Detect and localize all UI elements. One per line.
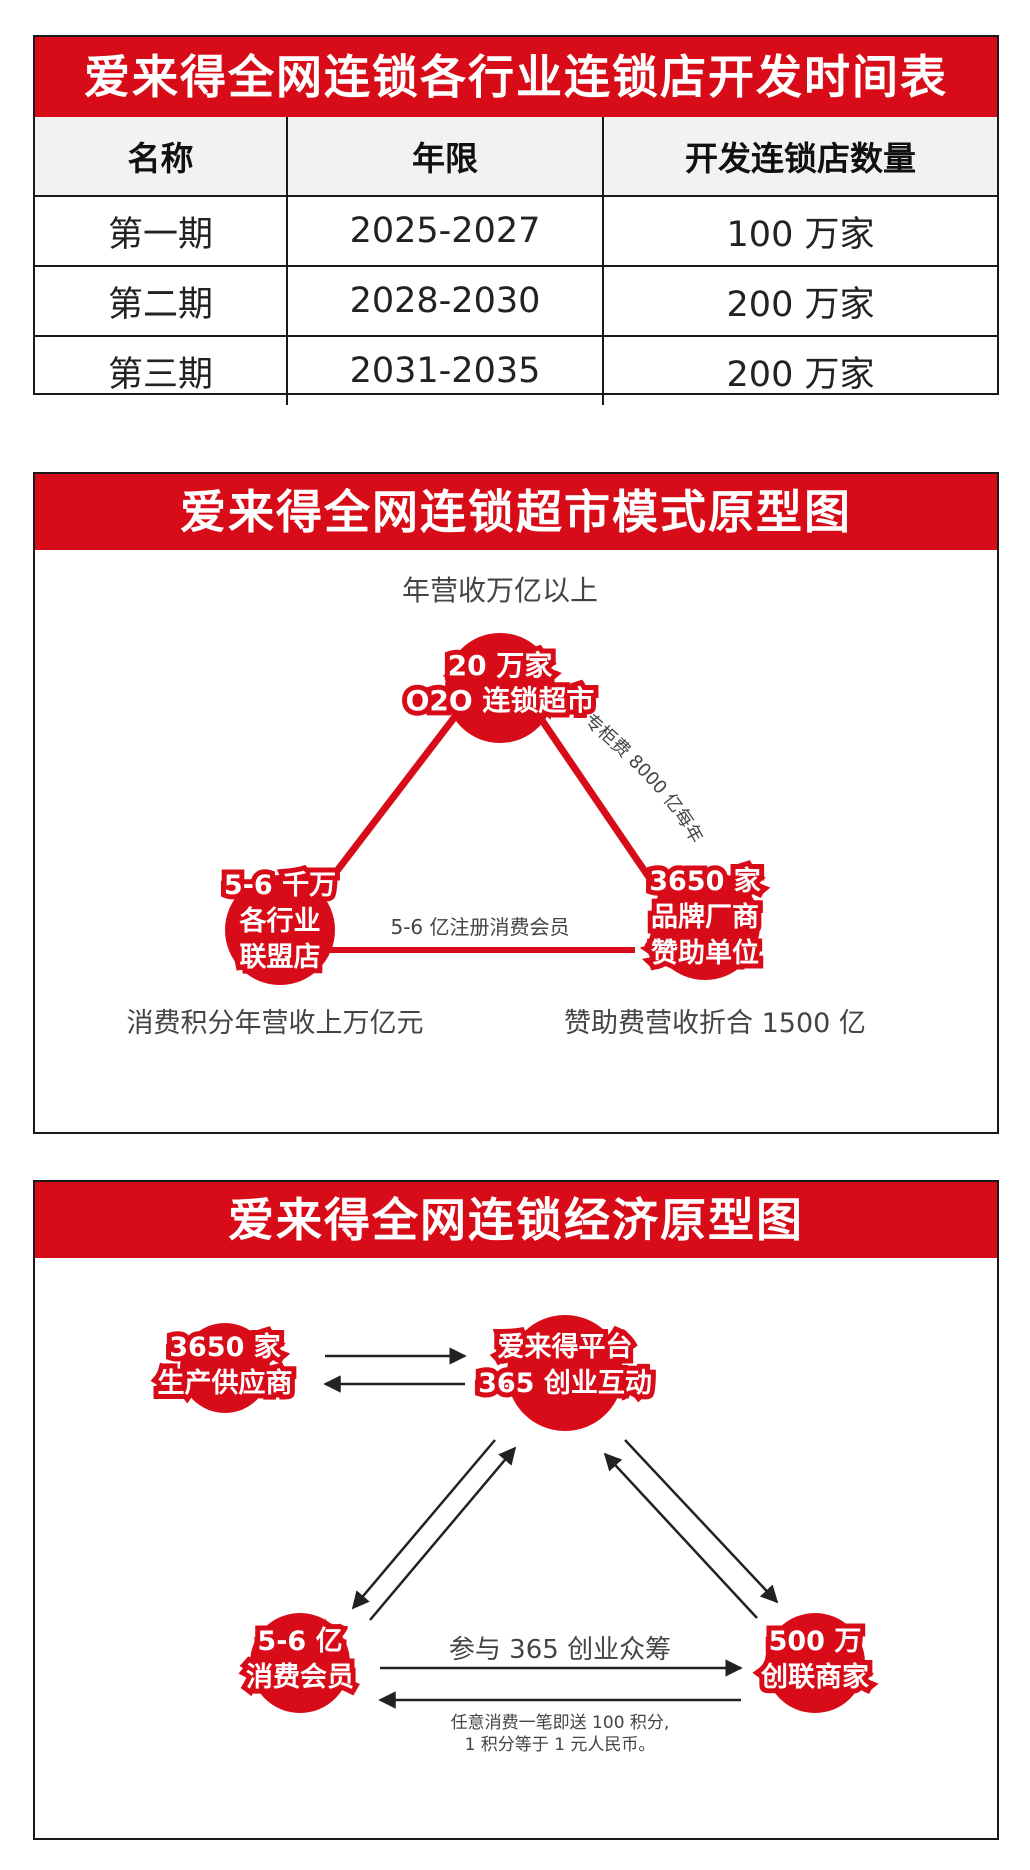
economy-model-section: 爱来得全网连锁经济原型图 3650 家 生产供应商 爱来得平台 xyxy=(33,1180,999,1840)
platform-to-merchants-arrow xyxy=(624,1439,779,1604)
merchants-node-circle xyxy=(765,1613,865,1713)
members-line2: 消费会员 xyxy=(246,1662,354,1693)
cell-years: 2031-2035 xyxy=(287,336,604,405)
suppliers-line2: 生产供应商 xyxy=(158,1367,293,1399)
left-node-line3: 联盟店 xyxy=(240,942,321,973)
suppliers-node-circle xyxy=(180,1323,270,1413)
platform-line1: 爱来得平台 xyxy=(498,1331,633,1363)
merchants-node: 500 万 创联商家 xyxy=(755,1621,874,1698)
cell-phase: 第二期 xyxy=(35,266,288,337)
left-node-circle xyxy=(225,875,335,985)
left-node-line1: 5-6 千万 xyxy=(224,870,336,901)
merchants-to-platform-arrow xyxy=(603,1452,758,1619)
right-node-circle xyxy=(650,870,760,980)
right-node-line1: 3650 家 xyxy=(649,865,761,897)
cell-count: 100 万家 xyxy=(603,196,997,267)
schedule-table-section: 爱来得全网连锁各行业连锁店开发时间表 名称 年限 开发连锁店数量 第一期 202… xyxy=(33,35,999,405)
left-node: 5-6 千万 各行业 联盟店 xyxy=(219,865,341,978)
cell-years: 2025-2027 xyxy=(287,196,604,267)
bottom-edge-label: 5-6 亿注册消费会员 xyxy=(390,915,569,939)
top-caption: 年营收万亿以上 xyxy=(402,574,598,607)
right-node-line3: 赞助单位 xyxy=(651,937,759,969)
top-node-circle xyxy=(445,633,555,743)
left-node-line2: 各行业 xyxy=(239,905,321,937)
right-node-line2: 品牌厂商 xyxy=(651,902,759,933)
cell-count: 200 万家 xyxy=(603,266,997,337)
header-name: 名称 xyxy=(35,117,288,197)
suppliers-node: 3650 家 生产供应商 xyxy=(153,1326,298,1404)
points-note-line1: 任意消费一笔即送 100 积分, xyxy=(451,1713,670,1733)
platform-to-members-arrow xyxy=(351,1439,496,1610)
cell-years: 2028-2030 xyxy=(287,266,604,337)
merchants-line2: 创联商家 xyxy=(760,1661,869,1693)
left-caption: 消费积分年营收上万亿元 xyxy=(127,1008,424,1039)
header-years: 年限 xyxy=(287,117,604,197)
cell-phase: 第三期 xyxy=(35,336,288,405)
table-row: 第一期 2025-2027 100 万家 xyxy=(35,196,997,267)
suppliers-line1: 3650 家 xyxy=(169,1331,281,1363)
members-node-circle xyxy=(250,1613,350,1713)
table-row: 第二期 2028-2030 200 万家 xyxy=(35,266,997,337)
crowdfunding-label: 参与 365 创业众筹 xyxy=(449,1635,671,1665)
economy-diagram: 3650 家 生产供应商 爱来得平台 365 创业互动 5-6 亿 消费会员 5… xyxy=(153,1315,874,1755)
platform-node: 爱来得平台 365 创业互动 xyxy=(473,1326,657,1404)
table-row: 第三期 2031-2035 200 万家 xyxy=(35,336,997,405)
top-node-line1: 20 万家 xyxy=(448,649,553,682)
merchants-line1: 500 万 xyxy=(769,1626,862,1657)
table-header-row: 名称 年限 开发连锁店数量 xyxy=(35,117,997,197)
schedule-table: 名称 年限 开发连锁店数量 第一期 2025-2027 100 万家 第二期 2… xyxy=(35,117,997,405)
supermarket-diagram: 年营收万亿以上 20 万家 O2O 连锁超市 5-6 千万 各行业 联盟店 36… xyxy=(127,574,866,1039)
top-node: 20 万家 O2O 连锁超市 xyxy=(401,644,600,722)
right-edge xyxy=(532,708,664,897)
header-store-count: 开发连锁店数量 xyxy=(603,117,997,197)
members-line1: 5-6 亿 xyxy=(257,1626,342,1657)
points-note-line2: 1 积分等于 1 元人民币。 xyxy=(465,1735,656,1755)
right-edge-label: 专柜费 8000 亿每年 xyxy=(580,710,707,847)
members-node: 5-6 亿 消费会员 xyxy=(241,1621,359,1698)
platform-node-circle xyxy=(507,1315,623,1431)
cell-count: 200 万家 xyxy=(726,354,875,395)
schedule-title: 爱来得全网连锁各行业连锁店开发时间表 xyxy=(35,37,997,117)
members-to-platform-arrow xyxy=(369,1446,517,1621)
right-caption: 赞助费营收折合 1500 亿 xyxy=(564,1008,866,1039)
platform-line2: 365 创业互动 xyxy=(478,1368,652,1399)
economy-title: 爱来得全网连锁经济原型图 xyxy=(35,1182,997,1258)
supermarket-title: 爱来得全网连锁超市模式原型图 xyxy=(35,474,997,550)
right-node: 3650 家 品牌厂商 赞助单位 xyxy=(644,860,766,974)
left-edge xyxy=(304,707,463,913)
supermarket-model-section: 爱来得全网连锁超市模式原型图 年营收万亿以上 20 万家 O2O 连锁超市 5-… xyxy=(33,472,999,1134)
top-node-line2: O2O 连锁超市 xyxy=(406,684,595,717)
cell-phase: 第一期 xyxy=(35,196,288,267)
